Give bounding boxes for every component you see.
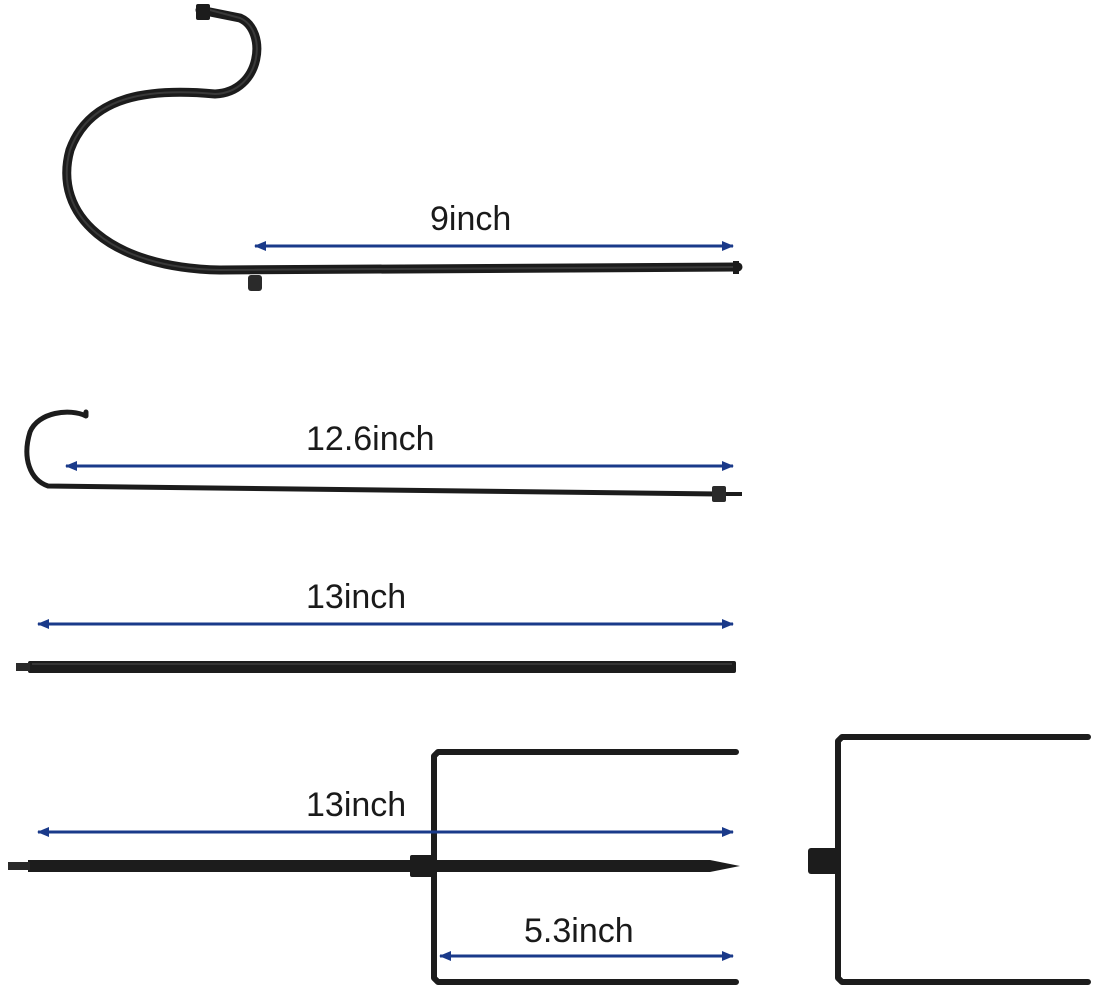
stake-threaded-end [8, 862, 30, 870]
dimension-label-13inch-straight: 13inch [306, 578, 406, 616]
stake-joint-sleeve [410, 855, 434, 877]
s-hook-screw [248, 275, 262, 291]
ground-stake-rod [8, 749, 740, 985]
j-hook-nut [712, 486, 726, 502]
dimension-label-12-6inch: 12.6inch [306, 420, 435, 458]
dimension-label-13inch-stake: 13inch [306, 786, 406, 824]
s-hook-rod-highlight [65, 9, 739, 271]
dimension-label-9inch: 9inch [430, 200, 511, 238]
stake-main-rod [28, 860, 740, 872]
s-hook-rod [62, 5, 743, 275]
j-hook-arm [24, 409, 742, 502]
straight-rod-threaded-end [16, 663, 30, 671]
fork-sleeve [808, 848, 840, 874]
dimension-label-5-3inch: 5.3inch [524, 912, 634, 950]
s-hook-end-cap [733, 261, 739, 274]
straight-extension-rod [16, 661, 736, 673]
j-hook-rod [24, 409, 721, 497]
s-hook-arm [62, 4, 743, 291]
fork-frame [835, 734, 1091, 985]
s-hook-tip [196, 4, 210, 20]
ground-stake-fork [808, 734, 1091, 985]
straight-rod-body [28, 661, 736, 673]
